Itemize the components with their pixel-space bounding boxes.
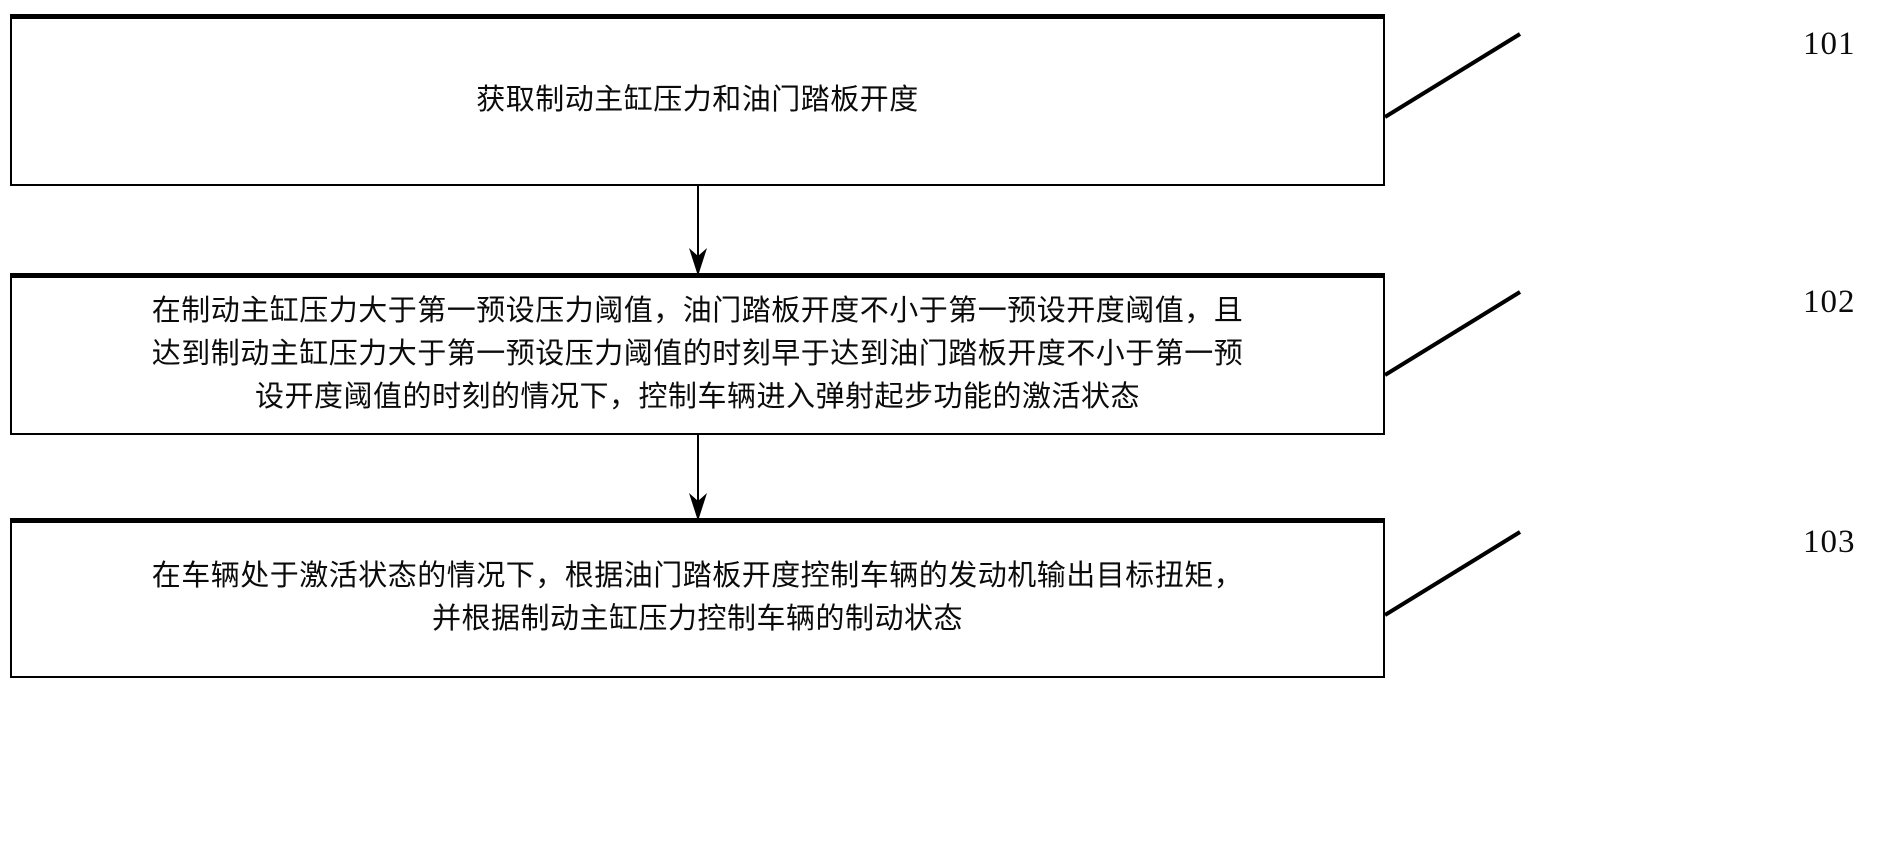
connector-arrow-101-to-102 — [686, 186, 710, 276]
connector-arrow-102-to-103 — [686, 435, 710, 521]
leader-line-103-icon — [1385, 512, 1585, 622]
flowchart-step-102: 在制动主缸压力大于第一预设压力阈值，油门踏板开度不小于第一预设开度阈值，且 达到… — [10, 273, 1385, 435]
flowchart-step-103: 在车辆处于激活状态的情况下，根据油门踏板开度控制车辆的发动机输出目标扭矩， 并根… — [10, 518, 1385, 678]
reference-numeral-102-group: 102 — [1385, 272, 1890, 382]
reference-numeral-103-group: 103 — [1385, 512, 1890, 622]
flowchart-step-101-text: 获取制动主缸压力和油门踏板开度 — [476, 83, 919, 116]
flowchart-step-103-text: 在车辆处于激活状态的情况下，根据油门踏板开度控制车辆的发动机输出目标扭矩， 并根… — [151, 560, 1244, 635]
reference-numeral-103: 103 — [1803, 524, 1856, 560]
leader-line-102-icon — [1385, 272, 1585, 382]
leader-line-101-icon — [1385, 14, 1585, 124]
reference-numeral-101-group: 101 — [1385, 14, 1890, 124]
reference-numeral-101: 101 — [1803, 26, 1856, 62]
flowchart-step-102-text: 在制动主缸压力大于第一预设压力阈值，油门踏板开度不小于第一预设开度阈值，且 达到… — [151, 294, 1244, 413]
flowchart-step-101: 获取制动主缸压力和油门踏板开度 — [10, 14, 1385, 186]
reference-numeral-102: 102 — [1803, 284, 1856, 320]
